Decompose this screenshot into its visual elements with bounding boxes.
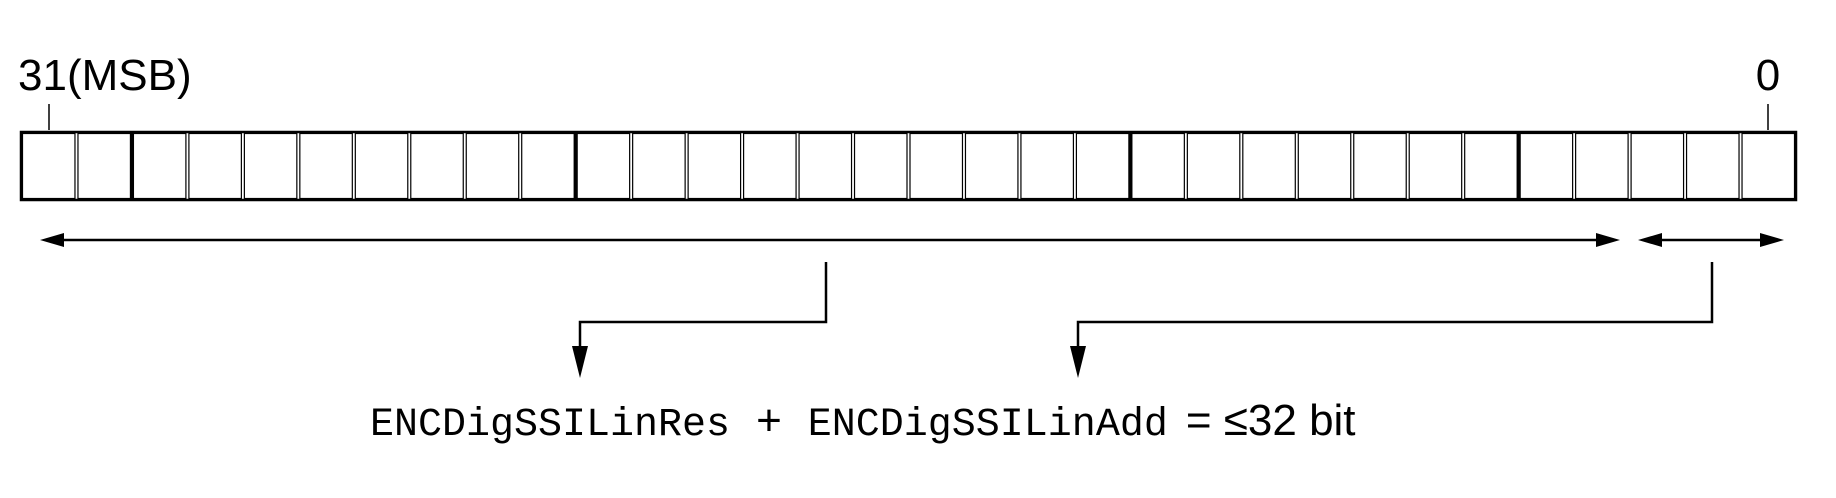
bit-cell xyxy=(853,132,908,200)
bit-cell xyxy=(742,132,797,200)
bit-cell xyxy=(188,132,242,200)
bit-cell xyxy=(798,132,853,200)
bit-cell xyxy=(410,132,464,200)
add-connector-arrow xyxy=(1070,262,1714,378)
bit-cell xyxy=(1075,132,1130,200)
bit-cell xyxy=(1575,132,1629,200)
bit-cell xyxy=(687,132,742,200)
bit-cell xyxy=(632,132,686,200)
bit-cells xyxy=(19,130,1798,202)
bit-cell xyxy=(909,132,964,200)
bit-cell xyxy=(1186,132,1241,200)
term-resolution: ENCDigSSILinRes xyxy=(370,403,730,448)
bit-cell xyxy=(576,132,631,200)
bit-cell xyxy=(1685,132,1740,200)
additional-span-arrow xyxy=(1638,233,1784,247)
plus-operator: + xyxy=(756,396,782,445)
bit-cell xyxy=(21,132,76,200)
bit-cell xyxy=(1408,132,1463,200)
formula: ENCDigSSILinRes + ENCDigSSILinAdd = ≤32 … xyxy=(370,396,1356,448)
bit-cell xyxy=(1630,132,1685,200)
bit-cell xyxy=(1242,132,1296,200)
bit-cell xyxy=(354,132,409,200)
result-text: = ≤32 bit xyxy=(1186,396,1356,445)
bit-cell xyxy=(465,132,520,200)
lsb-label: 0 xyxy=(1756,51,1780,100)
resolution-span-arrow xyxy=(40,233,1620,247)
bit-cell xyxy=(243,132,298,200)
bit-cell xyxy=(77,132,132,200)
bit-cell xyxy=(1353,132,1407,200)
msb-label: 31(MSB) xyxy=(18,51,192,100)
bit-cell xyxy=(521,132,575,200)
bit-cell xyxy=(1020,132,1075,200)
res-connector-arrow xyxy=(572,262,828,378)
bit-cell xyxy=(1519,132,1574,200)
term-additional: ENCDigSSILinAdd xyxy=(808,403,1168,448)
bit-cell xyxy=(1741,132,1796,200)
bit-cell xyxy=(1131,132,1185,200)
bit-cell xyxy=(1297,132,1352,200)
bit-cell xyxy=(132,132,187,200)
bit-cell xyxy=(964,132,1019,200)
bit-cell xyxy=(1464,132,1518,200)
register-frame xyxy=(19,130,1798,202)
bit-cell xyxy=(299,132,353,200)
